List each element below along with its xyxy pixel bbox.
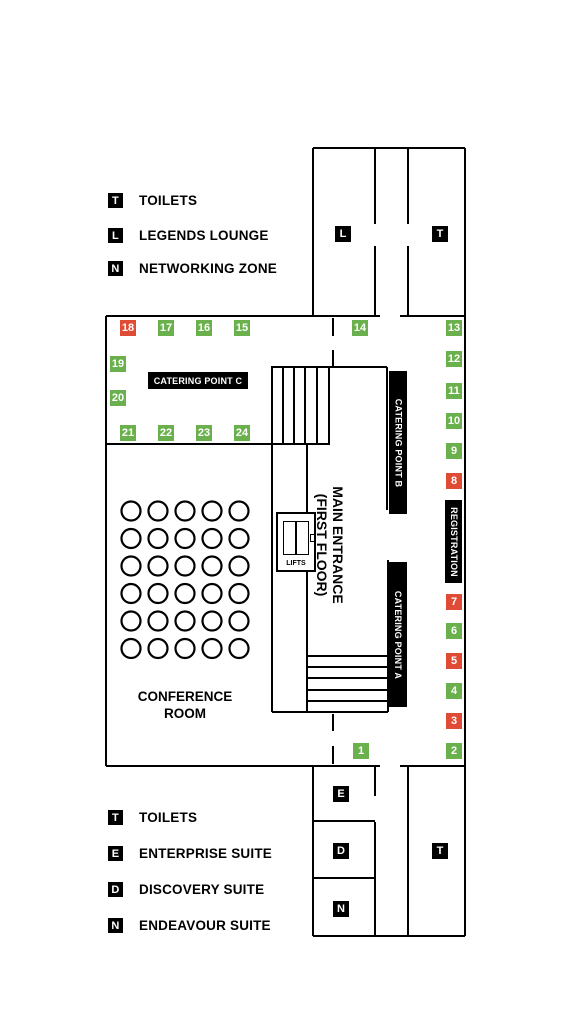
lifts[interactable]: LIFTS bbox=[276, 512, 316, 572]
seat bbox=[228, 555, 250, 577]
stand-4[interactable]: 4 bbox=[446, 683, 462, 699]
stand-12[interactable]: 12 bbox=[446, 351, 462, 367]
seat bbox=[201, 582, 223, 605]
stand-2[interactable]: 2 bbox=[446, 743, 462, 759]
legend-discovery-suite: D DISCOVERY SUITE bbox=[108, 882, 264, 897]
stand-16[interactable]: 16 bbox=[196, 320, 212, 336]
legend-label: ENDEAVOUR SUITE bbox=[139, 918, 271, 933]
stand-19[interactable]: 19 bbox=[110, 356, 126, 372]
stand-24[interactable]: 24 bbox=[234, 425, 250, 441]
enterprise-suite-marker[interactable]: E bbox=[333, 786, 349, 802]
seat bbox=[228, 500, 250, 522]
stand-13[interactable]: 13 bbox=[446, 320, 462, 336]
stand-5[interactable]: 5 bbox=[446, 653, 462, 669]
stand-7[interactable]: 7 bbox=[446, 594, 462, 610]
toilets-key-icon: T bbox=[108, 810, 123, 825]
legend-toilets: T TOILETS bbox=[108, 193, 197, 208]
seat bbox=[228, 610, 250, 632]
stand-18[interactable]: 18 bbox=[120, 320, 136, 336]
lift-doors-icon bbox=[283, 521, 309, 555]
stand-9[interactable]: 9 bbox=[446, 443, 462, 459]
legend-label: ENTERPRISE SUITE bbox=[139, 846, 272, 861]
legend-label: DISCOVERY SUITE bbox=[139, 882, 265, 897]
seat bbox=[228, 527, 250, 550]
seat bbox=[147, 637, 169, 660]
stand-21[interactable]: 21 bbox=[120, 425, 136, 441]
endeavour-key-icon: N bbox=[108, 918, 123, 933]
catering-a-label: CATERING POINT A bbox=[393, 590, 404, 679]
stand-14[interactable]: 14 bbox=[352, 320, 368, 336]
seat bbox=[120, 637, 142, 660]
stand-3[interactable]: 3 bbox=[446, 713, 462, 729]
seat bbox=[174, 582, 196, 605]
networking-key-icon: N bbox=[108, 261, 123, 276]
lounge-key-icon: L bbox=[108, 228, 123, 243]
stand-23[interactable]: 23 bbox=[196, 425, 212, 441]
stand-15[interactable]: 15 bbox=[234, 320, 250, 336]
seat bbox=[201, 610, 223, 632]
seat bbox=[120, 527, 142, 550]
legend-legends-lounge: L LEGENDS LOUNGE bbox=[108, 228, 269, 243]
conference-seating bbox=[120, 500, 250, 660]
seat bbox=[147, 527, 169, 550]
seat bbox=[120, 500, 142, 522]
seat bbox=[147, 610, 169, 632]
stand-8[interactable]: 8 bbox=[446, 473, 462, 489]
registration-label: REGISTRATION bbox=[448, 506, 459, 577]
lifts-label: LIFTS bbox=[286, 560, 306, 567]
conference-line2: ROOM bbox=[164, 706, 206, 721]
catering-point-a[interactable]: CATERING POINT A bbox=[389, 562, 407, 707]
catering-b-label: CATERING POINT B bbox=[393, 398, 404, 487]
seat bbox=[120, 582, 142, 605]
legend-toilets-bottom: T TOILETS bbox=[108, 810, 197, 825]
toilets-marker-top[interactable]: T bbox=[432, 226, 448, 242]
stand-1[interactable]: 1 bbox=[353, 743, 369, 759]
endeavour-suite-marker[interactable]: N bbox=[333, 901, 349, 917]
legend-label: TOILETS bbox=[139, 810, 198, 825]
stand-10[interactable]: 10 bbox=[446, 413, 462, 429]
conference-line1: CONFERENCE bbox=[137, 689, 233, 704]
stand-6[interactable]: 6 bbox=[446, 623, 462, 639]
conference-room-label: CONFERENCE ROOM bbox=[110, 688, 260, 722]
seat bbox=[174, 555, 196, 577]
legend-label: LEGENDS LOUNGE bbox=[139, 228, 269, 243]
catering-point-c[interactable]: CATERING POINT C bbox=[148, 372, 248, 389]
seat bbox=[228, 637, 250, 660]
seat bbox=[228, 582, 250, 605]
seat bbox=[201, 500, 223, 522]
toilets-key-icon: T bbox=[108, 193, 123, 208]
legend-label: TOILETS bbox=[139, 193, 198, 208]
legend-label: NETWORKING ZONE bbox=[139, 261, 277, 276]
seat bbox=[201, 527, 223, 550]
stand-17[interactable]: 17 bbox=[158, 320, 174, 336]
legends-lounge-marker[interactable]: L bbox=[335, 226, 351, 242]
stand-22[interactable]: 22 bbox=[158, 425, 174, 441]
discovery-key-icon: D bbox=[108, 882, 123, 897]
enterprise-key-icon: E bbox=[108, 846, 123, 861]
seat bbox=[174, 527, 196, 550]
main-entrance-line2: (FIRST FLOOR) bbox=[314, 493, 330, 597]
seat bbox=[174, 610, 196, 632]
seat bbox=[147, 500, 169, 522]
main-entrance-line1: MAIN ENTRANCE bbox=[330, 486, 346, 604]
toilets-marker-bottom[interactable]: T bbox=[432, 843, 448, 859]
seat bbox=[174, 637, 196, 660]
seat bbox=[147, 582, 169, 605]
catering-point-b[interactable]: CATERING POINT B bbox=[389, 371, 407, 514]
seat bbox=[201, 637, 223, 660]
registration-desk[interactable]: REGISTRATION bbox=[445, 500, 462, 583]
legend-enterprise-suite: E ENTERPRISE SUITE bbox=[108, 846, 272, 861]
seat bbox=[120, 610, 142, 632]
discovery-suite-marker[interactable]: D bbox=[333, 843, 349, 859]
stand-20[interactable]: 20 bbox=[110, 390, 126, 406]
seat bbox=[147, 555, 169, 577]
seat bbox=[201, 555, 223, 577]
legend-networking-zone: N NETWORKING ZONE bbox=[108, 261, 277, 276]
legend-endeavour-suite: N ENDEAVOUR SUITE bbox=[108, 918, 271, 933]
lift-button-icon bbox=[310, 534, 315, 542]
seat bbox=[174, 500, 196, 522]
stand-11[interactable]: 11 bbox=[446, 383, 462, 399]
seat bbox=[120, 555, 142, 577]
